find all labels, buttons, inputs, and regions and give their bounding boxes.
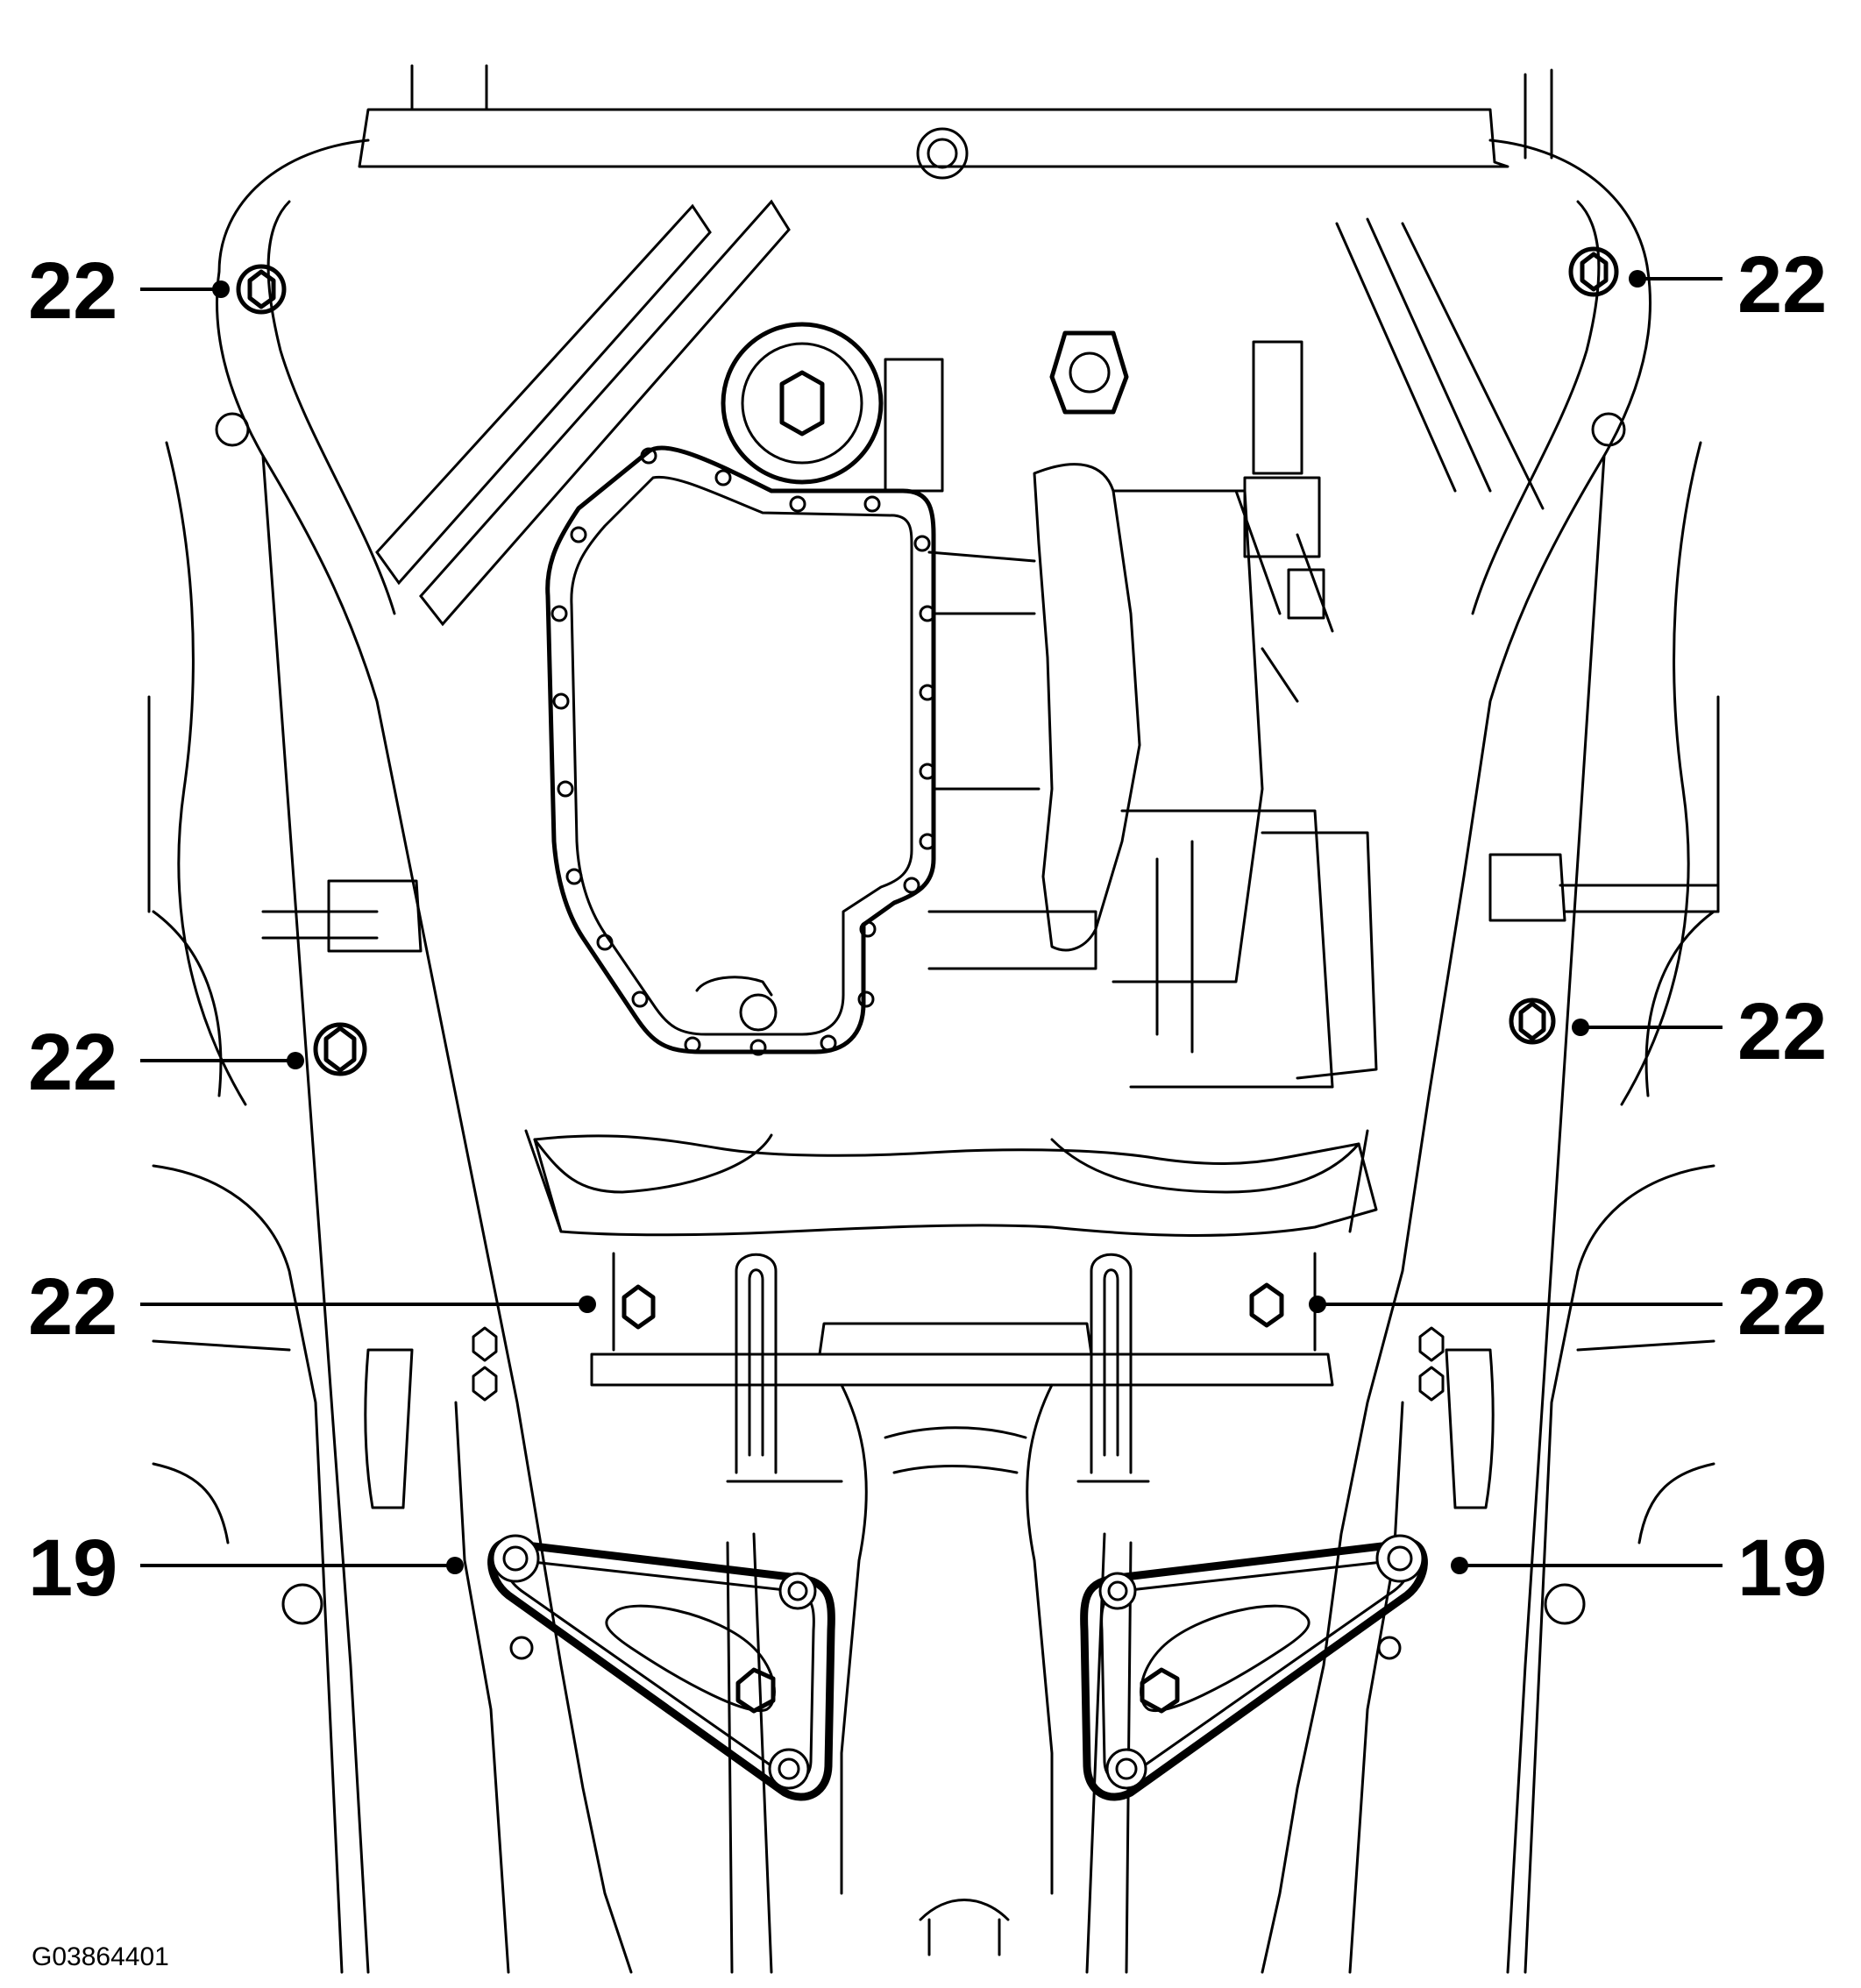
flange-bolt bbox=[749, 1039, 767, 1056]
flange-bolt bbox=[857, 990, 875, 1008]
callout-number: 19 bbox=[28, 1523, 117, 1613]
flange-bolt bbox=[552, 692, 570, 710]
callout-19-right: 19 bbox=[1451, 1523, 1827, 1613]
callout-number: 22 bbox=[1737, 987, 1827, 1076]
oil-pan-flange-bolts bbox=[550, 447, 936, 1056]
figure-id: G03864401 bbox=[32, 1942, 169, 1971]
flange-bolt bbox=[631, 990, 649, 1008]
flange-bolt bbox=[919, 763, 936, 780]
flange-bolt bbox=[820, 1034, 837, 1052]
mounting-bolt bbox=[236, 264, 287, 315]
flange-bolt bbox=[859, 920, 877, 938]
flange-bolt bbox=[596, 934, 614, 951]
flange-bolt bbox=[903, 877, 920, 894]
callout-number: 22 bbox=[1737, 1262, 1827, 1352]
callout-22-lower-right: 22 bbox=[1309, 1262, 1827, 1352]
flange-bolt bbox=[684, 1036, 701, 1054]
mounting-bolt bbox=[622, 1284, 656, 1330]
flange-bolt bbox=[913, 535, 931, 552]
callout-22-mid-left: 22 bbox=[28, 1018, 304, 1107]
callout-number: 22 bbox=[28, 1018, 117, 1107]
flange-bolt bbox=[919, 684, 936, 701]
flange-bolt bbox=[714, 469, 732, 486]
callout-number: 22 bbox=[1737, 240, 1827, 330]
flange-bolt bbox=[570, 526, 587, 543]
callout-number: 22 bbox=[28, 1262, 117, 1352]
flange-bolt bbox=[789, 495, 806, 513]
mounting-bolt bbox=[1509, 998, 1556, 1045]
subframe-line-art bbox=[147, 64, 1720, 1974]
flange-bolt bbox=[565, 868, 583, 885]
callout-22-lower-left: 22 bbox=[28, 1262, 596, 1352]
callout-22-mid-right: 22 bbox=[1572, 987, 1827, 1076]
mounting-bolt bbox=[1568, 246, 1619, 297]
mounting-bolt bbox=[313, 1022, 367, 1076]
flange-bolt bbox=[557, 780, 574, 798]
mounting-bolt bbox=[1249, 1282, 1284, 1328]
flange-bolt bbox=[550, 605, 568, 622]
flange-bolt bbox=[640, 447, 657, 465]
callout-number: 19 bbox=[1737, 1523, 1827, 1613]
callout-19-left: 19 bbox=[28, 1523, 464, 1613]
flange-bolt bbox=[919, 833, 936, 850]
callout-number: 22 bbox=[28, 246, 117, 336]
callout-22-top-right: 22 bbox=[1629, 240, 1827, 330]
flange-bolt bbox=[863, 495, 881, 513]
callout-22-top-left: 22 bbox=[28, 246, 230, 336]
